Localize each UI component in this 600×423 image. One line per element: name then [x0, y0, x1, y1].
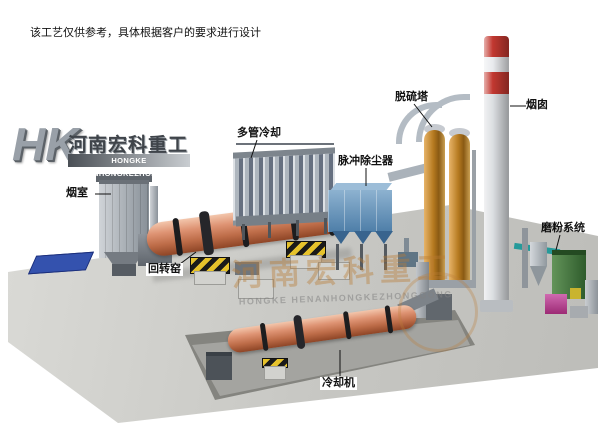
desulfurization-tower-2 [449, 134, 470, 284]
dust-collector-leg [336, 244, 339, 270]
label-pulse-dust-collector: 脉冲除尘器 [338, 155, 393, 167]
cooling-machine-pier [264, 366, 286, 380]
kiln-riding-ring [172, 217, 184, 257]
fan-pipe [404, 238, 409, 252]
dust-collector-leg [384, 244, 387, 270]
packer-box [570, 306, 588, 318]
label-desulfurization-tower: 脱硫塔 [395, 91, 428, 103]
logo-monogram: HK [12, 118, 79, 170]
fan-unit [398, 252, 418, 267]
label-cooling-machine: 冷却机 [320, 377, 357, 390]
dust-collector-leg [360, 244, 363, 270]
tower-cap-2 [449, 128, 470, 138]
cooler-leg [268, 222, 271, 238]
logo-company-name: 河南宏科重工 [68, 135, 189, 156]
logo: HK 河南宏科重工 HONGKE HENANHONGKEZHONGGONG [12, 112, 192, 184]
chimney [484, 36, 509, 306]
magenta-unit [545, 294, 567, 314]
smoke-chamber-cap [96, 174, 152, 182]
cooling-machine-ring [342, 311, 352, 340]
cooler-top-rail [236, 143, 334, 145]
desulfurization-tower-1 [424, 130, 445, 282]
kiln-drive-unit [235, 262, 259, 275]
label-chimney: 烟囱 [526, 99, 548, 111]
foundation-block-2 [318, 262, 350, 280]
label-smoke-chamber: 烟室 [66, 187, 88, 199]
kiln-girth-gear [198, 210, 214, 256]
logo-company-name-en: HONGKE HENANHONGKEZHONGGONG [68, 154, 190, 178]
smoke-chamber-pipe [150, 186, 158, 242]
tower-cap-1 [424, 124, 445, 134]
clean-gas-duct [387, 163, 429, 182]
cooling-machine-ring [259, 322, 269, 352]
label-multi-tube-cooler: 多管冷却 [237, 127, 281, 139]
label-grinding-system: 磨粉系统 [541, 222, 585, 234]
kiln-support-pier-1 [194, 271, 226, 285]
cooling-machine-ring [384, 305, 393, 334]
cooler-discharge-box [206, 352, 232, 380]
foundation-block-1 [238, 279, 274, 299]
cooler-leg [324, 218, 327, 234]
dust-collector-top [330, 183, 392, 191]
pulse-dust-collector-body [328, 190, 392, 232]
tower-downpipe [472, 150, 476, 280]
disclaimer-text: 该工艺仅供参考，具体根据客户的要求进行设计 [30, 27, 261, 39]
label-rotary-kiln: 回转窑 [146, 263, 183, 276]
yellow-unit [570, 288, 581, 299]
cooler-leg [242, 224, 245, 240]
cyclone-cylinder [530, 242, 547, 266]
cooler-leg [296, 220, 299, 236]
cooling-machine-gear [293, 314, 307, 350]
chimney-base [480, 300, 513, 312]
watermark-seal-circle [398, 272, 478, 352]
small-silo [585, 280, 598, 314]
grinding-vertical-pipe [522, 228, 528, 288]
smoke-chamber-base [112, 264, 136, 276]
